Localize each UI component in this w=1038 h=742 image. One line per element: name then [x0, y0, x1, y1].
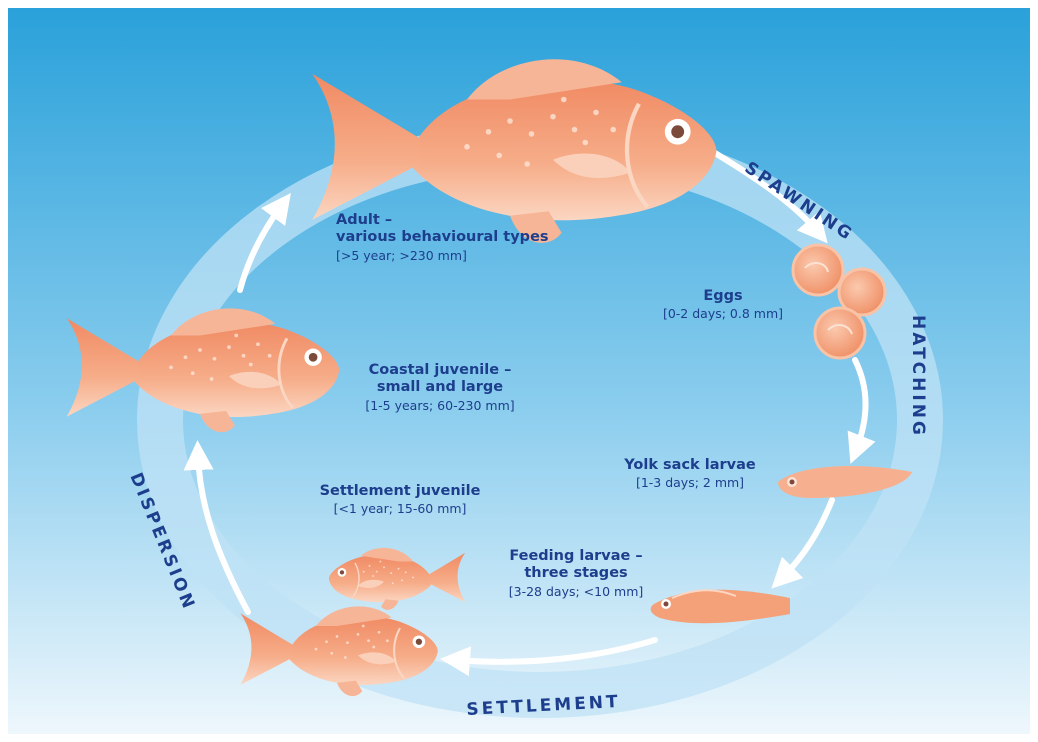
yolk-title: Yolk sack larvae: [605, 457, 775, 474]
settlement-juvenile-title: Settlement juvenile: [300, 483, 500, 500]
yolk-sack-larvae-label: Yolk sack larvae [1-3 days; 2 mm]: [605, 457, 775, 490]
coastal-title-1: Coastal juvenile –: [340, 362, 540, 379]
feeding-larvae-label: Feeding larvae – three stages [3-28 days…: [486, 548, 666, 599]
settlement-juvenile-detail: [<1 year; 15-60 mm]: [300, 501, 500, 516]
settlement-juvenile-label: Settlement juvenile [<1 year; 15-60 mm]: [300, 483, 500, 516]
feeding-title-2: three stages: [486, 565, 666, 582]
eggs-title: Eggs: [648, 288, 798, 305]
coastal-detail: [1-5 years; 60-230 mm]: [340, 398, 540, 413]
coastal-juvenile-label: Coastal juvenile – small and large [1-5 …: [340, 362, 540, 413]
yolk-detail: [1-3 days; 2 mm]: [605, 475, 775, 490]
eggs-detail: [0-2 days; 0.8 mm]: [648, 306, 798, 321]
eggs-stage-label: Eggs [0-2 days; 0.8 mm]: [648, 288, 798, 321]
feeding-title-1: Feeding larvae –: [486, 548, 666, 565]
feeding-detail: [3-28 days; <10 mm]: [486, 584, 666, 599]
adult-title-1: Adult –: [336, 212, 566, 229]
adult-stage-label: Adult – various behavioural types [>5 ye…: [336, 212, 566, 263]
coastal-title-2: small and large: [340, 379, 540, 396]
adult-title-2: various behavioural types: [336, 229, 566, 246]
adult-detail: [>5 year; >230 mm]: [336, 248, 566, 263]
phase-hatching: HATCHING: [908, 315, 928, 438]
